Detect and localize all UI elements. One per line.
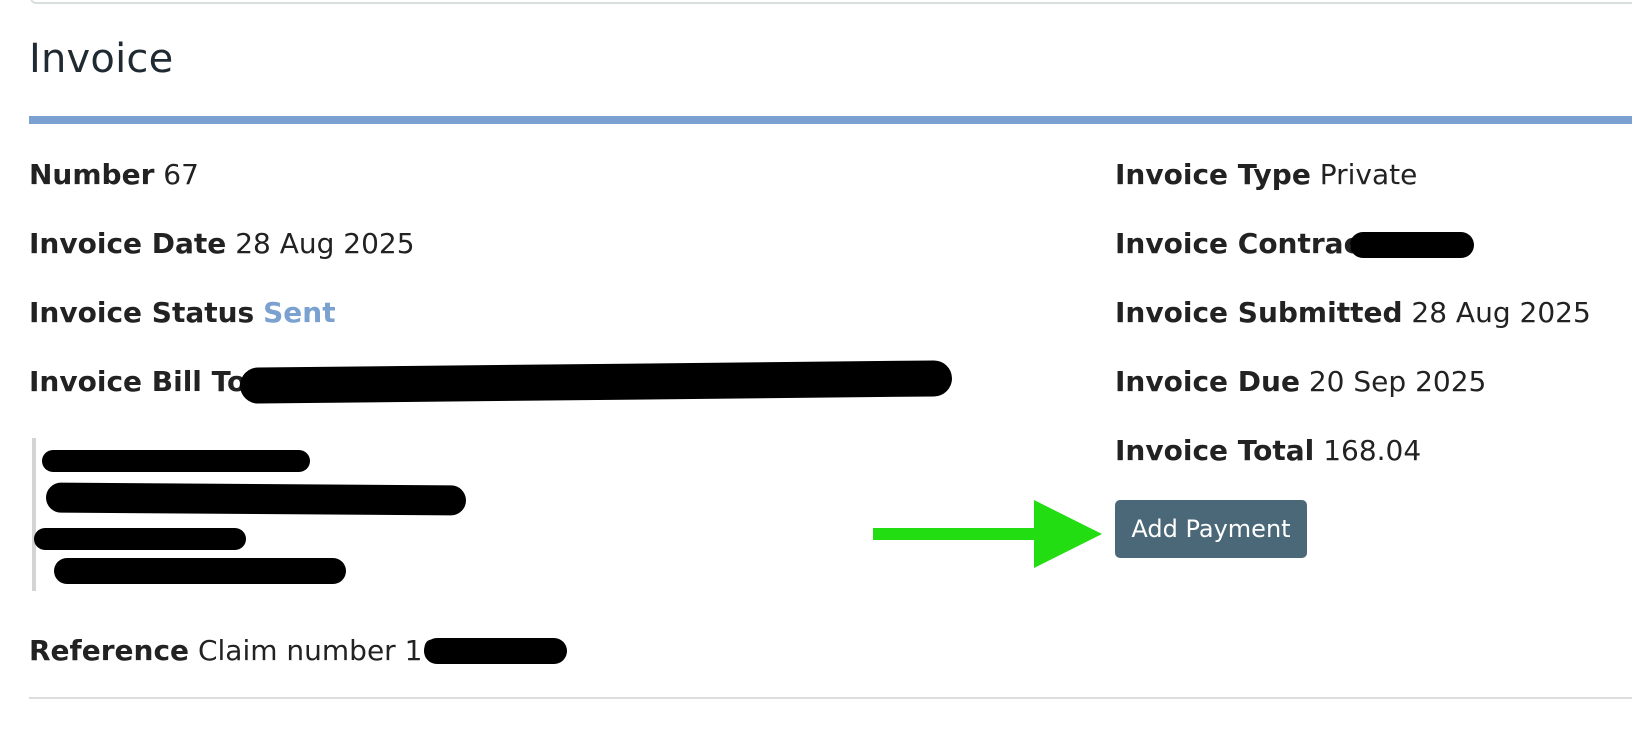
invoice-due-label: Invoice Due bbox=[1115, 365, 1300, 398]
card-top-edge bbox=[30, 0, 1632, 4]
invoice-bill-to-label: Invoice Bill To bbox=[29, 365, 247, 398]
invoice-type-field: Invoice Type Private bbox=[1115, 158, 1417, 192]
address-redaction-2 bbox=[45, 482, 467, 516]
address-redaction-4 bbox=[54, 558, 346, 584]
invoice-date-field: Invoice Date 28 Aug 2025 bbox=[29, 227, 415, 261]
address-redaction-3 bbox=[34, 528, 246, 550]
bill-to-redaction bbox=[239, 360, 953, 404]
invoice-status-value: Sent bbox=[263, 296, 336, 329]
title-divider bbox=[29, 116, 1632, 124]
address-redaction-1 bbox=[42, 450, 310, 472]
invoice-bill-to-field: Invoice Bill To bbox=[29, 365, 246, 399]
invoice-due-value: 20 Sep 2025 bbox=[1308, 365, 1487, 398]
annotation-arrow-head bbox=[1034, 500, 1102, 568]
invoice-total-field: Invoice Total 168.04 bbox=[1115, 434, 1421, 468]
invoice-total-value: 168.04 bbox=[1323, 434, 1422, 467]
contract-redaction bbox=[1350, 232, 1474, 258]
invoice-total-label: Invoice Total bbox=[1115, 434, 1315, 467]
reference-value: Claim number 100 bbox=[197, 634, 459, 667]
invoice-date-value: 28 Aug 2025 bbox=[235, 227, 415, 260]
invoice-status-label: Invoice Status bbox=[29, 296, 255, 329]
invoice-type-value: Private bbox=[1319, 158, 1418, 191]
invoice-date-label: Invoice Date bbox=[29, 227, 227, 260]
bottom-divider bbox=[29, 697, 1632, 699]
number-label: Number bbox=[29, 158, 155, 191]
reference-label: Reference bbox=[29, 634, 190, 667]
reference-field: Reference Claim number 100 bbox=[29, 634, 458, 668]
reference-redaction bbox=[424, 638, 567, 664]
annotation-arrow-icon bbox=[873, 500, 1102, 568]
invoice-status-field: Invoice Status Sent bbox=[29, 296, 336, 330]
invoice-submitted-label: Invoice Submitted bbox=[1115, 296, 1403, 329]
invoice-contract-label: Invoice Contract bbox=[1115, 227, 1374, 260]
page-title: Invoice bbox=[29, 36, 174, 82]
invoice-contract-field: Invoice Contract bbox=[1115, 227, 1374, 261]
invoice-type-label: Invoice Type bbox=[1115, 158, 1311, 191]
number-value: 67 bbox=[163, 158, 199, 191]
invoice-submitted-value: 28 Aug 2025 bbox=[1411, 296, 1591, 329]
invoice-submitted-field: Invoice Submitted 28 Aug 2025 bbox=[1115, 296, 1591, 330]
bill-to-address-block bbox=[32, 438, 476, 591]
annotation-arrow-shaft bbox=[873, 528, 1045, 540]
invoice-due-field: Invoice Due 20 Sep 2025 bbox=[1115, 365, 1486, 399]
number-field: Number 67 bbox=[29, 158, 199, 192]
add-payment-button[interactable]: Add Payment bbox=[1115, 500, 1307, 558]
